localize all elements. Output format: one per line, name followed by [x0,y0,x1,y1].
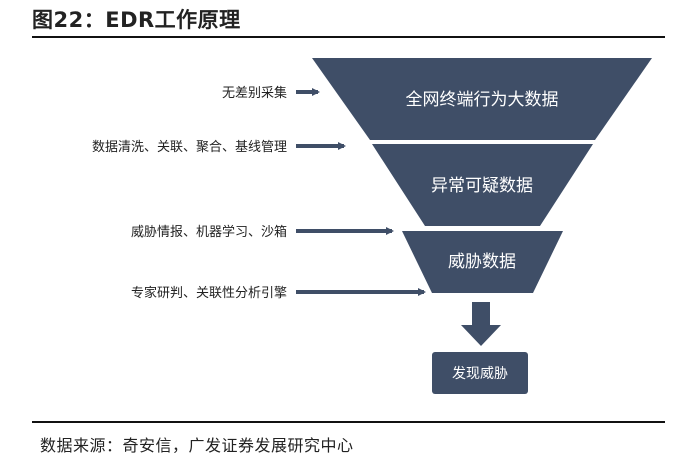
input-label-3: 威胁情报、机器学习、沙箱 [131,224,287,240]
funnel-tier-1-label: 全网终端行为大数据 [406,90,559,110]
funnel-tier-1 [312,58,652,140]
figure-title: 图22：EDR工作原理 [32,8,241,32]
input-label-1: 无差别采集 [222,85,287,101]
input-label-4: 专家研判、关联性分析引擎 [131,285,287,301]
top-divider [32,36,665,38]
funnel-tier-2 [372,144,593,226]
source-note: 数据来源：奇安信，广发证券发展研究中心 [40,436,354,455]
bottom-divider [32,421,665,423]
down-arrow-icon [461,302,501,346]
funnel-tier-3 [402,231,563,293]
input-label-2: 数据清洗、关联、聚合、基线管理 [92,140,287,155]
output-box [432,352,528,394]
funnel-tier-2-label: 异常可疑数据 [431,176,533,196]
funnel-tier-3-label: 威胁数据 [448,252,516,272]
output-box-label: 发现威胁 [452,366,508,382]
